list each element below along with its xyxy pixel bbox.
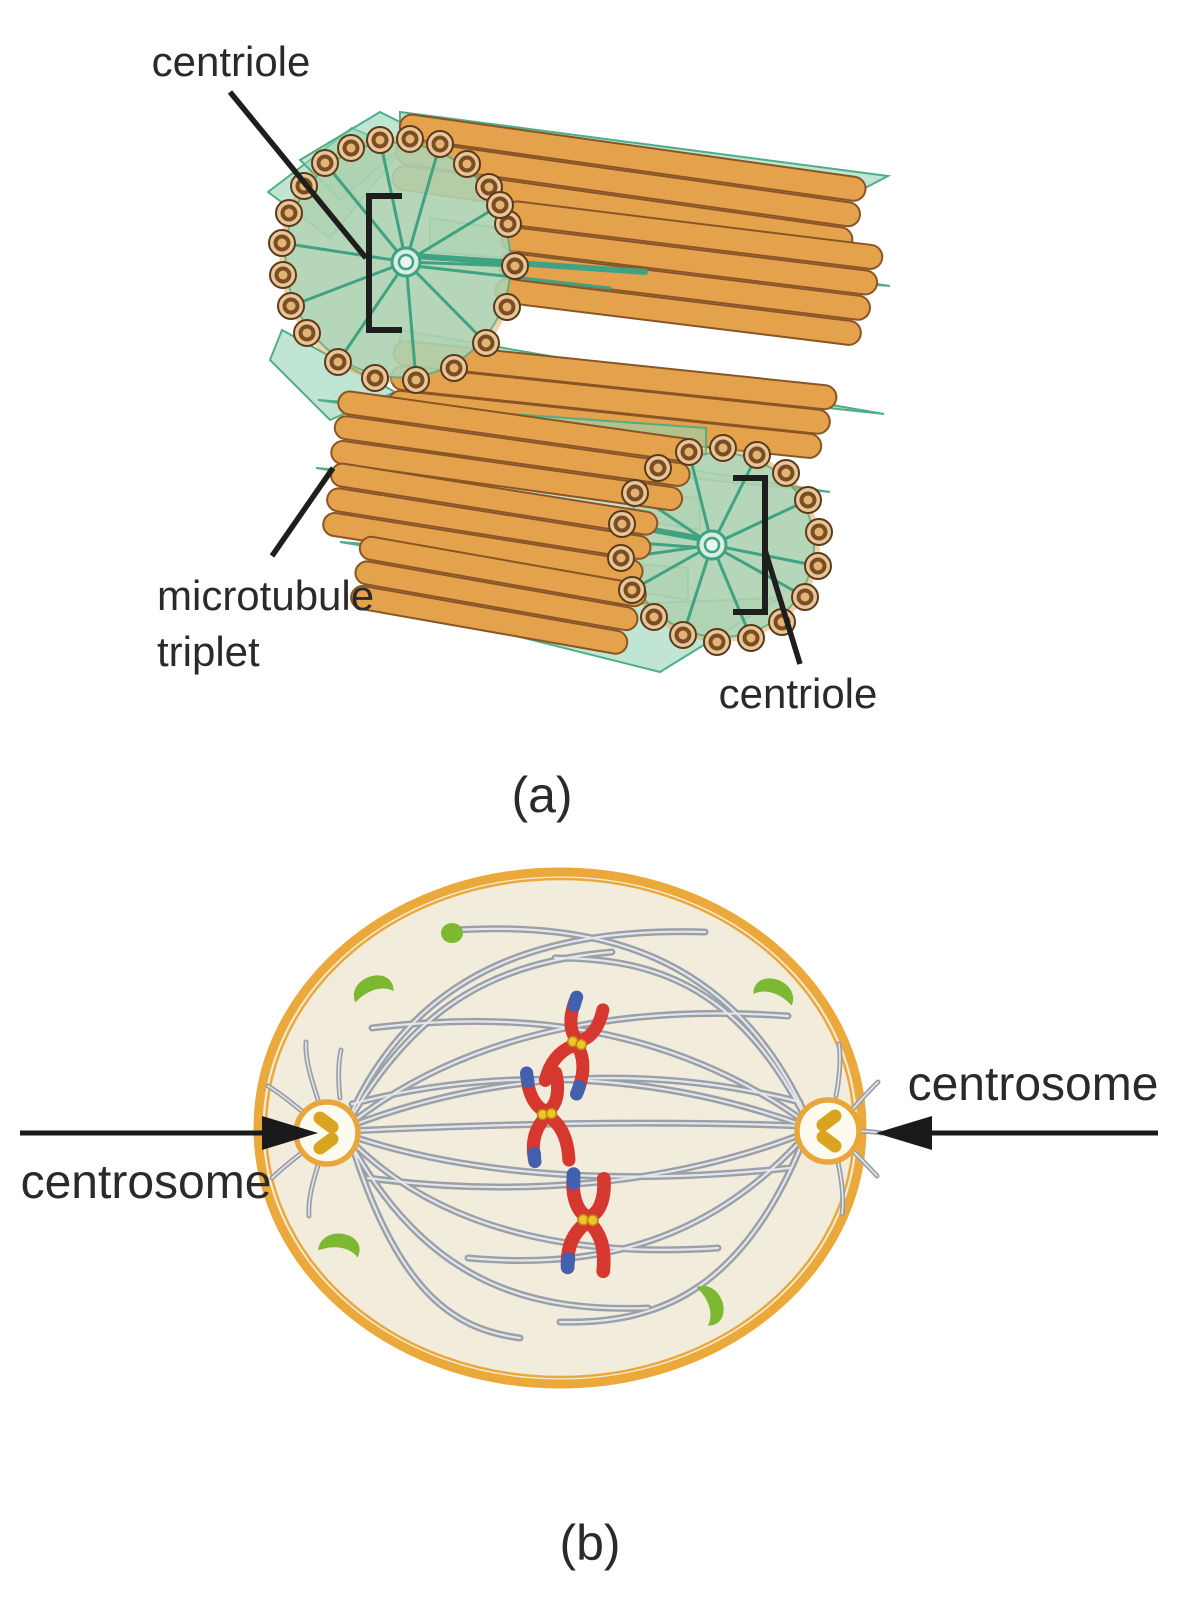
centrosome-right-organelle <box>794 1097 862 1165</box>
centriole-top-illustration <box>266 110 892 493</box>
centriole-pair <box>313 1132 339 1155</box>
leader-line-microtubule-triplet <box>269 466 336 558</box>
bracket-centriole-bottom <box>733 475 768 615</box>
leader-line-centriole-top <box>227 90 369 260</box>
label-microtubule-line1: microtubule <box>157 572 374 619</box>
bracket-centriole-top <box>366 193 402 333</box>
panel-a-annotations <box>227 90 803 665</box>
centriole-hub <box>390 246 422 278</box>
caption-a: (a) <box>511 767 572 823</box>
centriole-pair <box>816 1109 842 1132</box>
centriole-hub <box>696 529 728 561</box>
panel-a: centriole microtubule triplet centriole … <box>152 38 892 823</box>
centriole-bottom-illustration <box>315 390 834 674</box>
leader-line-centriole-bottom <box>762 549 803 665</box>
centrosome-left-organelle <box>293 1099 361 1167</box>
panel-b: centrosome centrosome (b) <box>20 867 1159 1571</box>
microtubule-tube-row <box>322 462 659 584</box>
label-centriole-top: centriole <box>152 38 311 85</box>
organelle-dot <box>441 923 463 943</box>
centriole-pair <box>313 1111 339 1134</box>
label-centriole-bottom: centriole <box>719 670 878 717</box>
centriole-pair <box>816 1130 842 1153</box>
label-centrosome-right: centrosome <box>908 1058 1159 1111</box>
fan-spokes <box>281 139 516 381</box>
label-microtubule-line2: triplet <box>157 628 260 675</box>
label-centrosome-left: centrosome <box>21 1156 272 1209</box>
arrow-centrosome-right <box>876 1116 1158 1150</box>
microtubule-tube-row <box>350 535 647 655</box>
microtubule-tube-row <box>330 390 697 512</box>
arrow-centrosome-left <box>20 1116 318 1150</box>
caption-b: (b) <box>559 1515 620 1571</box>
organelles <box>318 923 798 1327</box>
microtubule-triplet-group <box>322 390 697 655</box>
